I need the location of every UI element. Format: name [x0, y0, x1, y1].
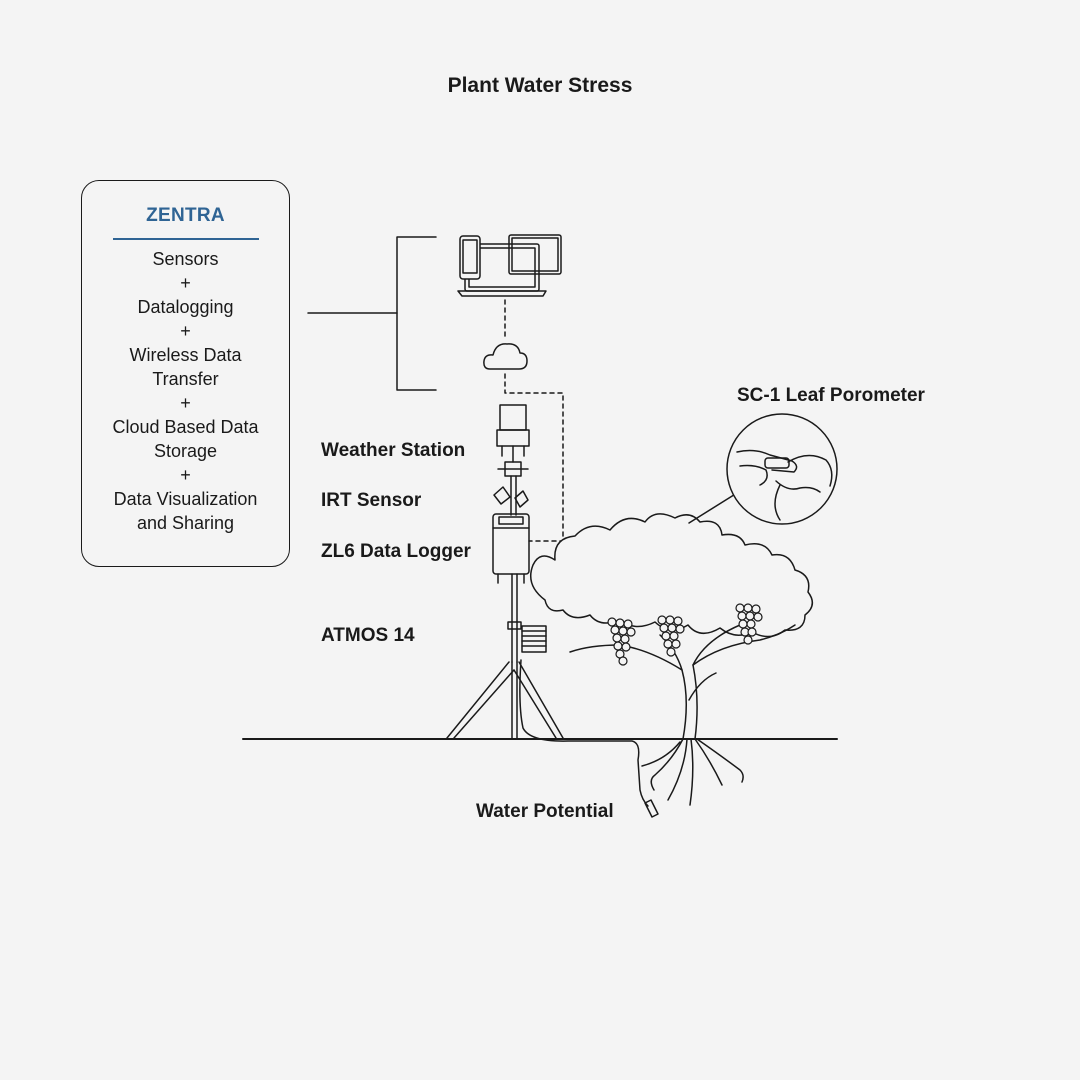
zentra-line: Data Visualization — [113, 489, 258, 509]
grape-clusters — [607, 603, 763, 666]
zentra-info-box: ZENTRA Sensors + Datalogging + Wireless … — [81, 180, 290, 567]
zentra-line: Cloud Based Data — [112, 417, 259, 437]
zentra-heading: ZENTRA — [146, 205, 225, 226]
zentra-line: Sensors — [152, 249, 219, 269]
zentra-line: and Sharing — [136, 513, 235, 533]
zl6-data-logger-label: ZL6 Data Logger — [321, 541, 471, 562]
weather-station-label: Weather Station — [321, 440, 466, 461]
cloud-logger-link — [504, 373, 564, 542]
zentra-line: Transfer — [152, 369, 219, 389]
zentra-line: Datalogging — [137, 297, 234, 317]
atmos-14-icon — [521, 625, 547, 653]
atmos-14-label: ATMOS 14 — [321, 625, 415, 646]
irt-sensor-icon — [493, 486, 529, 508]
connector-bracket — [307, 236, 437, 391]
cloud-icon — [483, 343, 528, 370]
tree-roots — [641, 738, 744, 806]
zl6-data-logger-icon — [492, 513, 530, 584]
water-potential-label: Water Potential — [476, 801, 614, 822]
devices-icon — [457, 234, 562, 297]
weather-station-icon — [496, 404, 530, 516]
sc1-leaf-porometer-label: SC-1 Leaf Porometer — [737, 385, 925, 406]
zentra-line: Storage — [153, 441, 218, 461]
sensor-cable — [519, 659, 649, 807]
tree-trunk — [569, 624, 796, 740]
zentra-line: + — [180, 393, 191, 413]
zentra-feature-list: Sensors + Datalogging + Wireless Data Tr… — [82, 247, 289, 535]
irt-sensor-label: IRT Sensor — [321, 490, 422, 511]
zentra-divider — [112, 238, 259, 240]
zentra-line: + — [180, 321, 191, 341]
leaf-porometer-callout — [688, 413, 838, 525]
zentra-line: + — [180, 465, 191, 485]
zentra-line: Wireless Data — [129, 345, 242, 365]
water-potential-probe-icon — [644, 799, 659, 818]
tripod-mast — [446, 573, 564, 739]
diagram-title: Plant Water Stress — [447, 74, 633, 97]
zentra-line: + — [180, 273, 191, 293]
